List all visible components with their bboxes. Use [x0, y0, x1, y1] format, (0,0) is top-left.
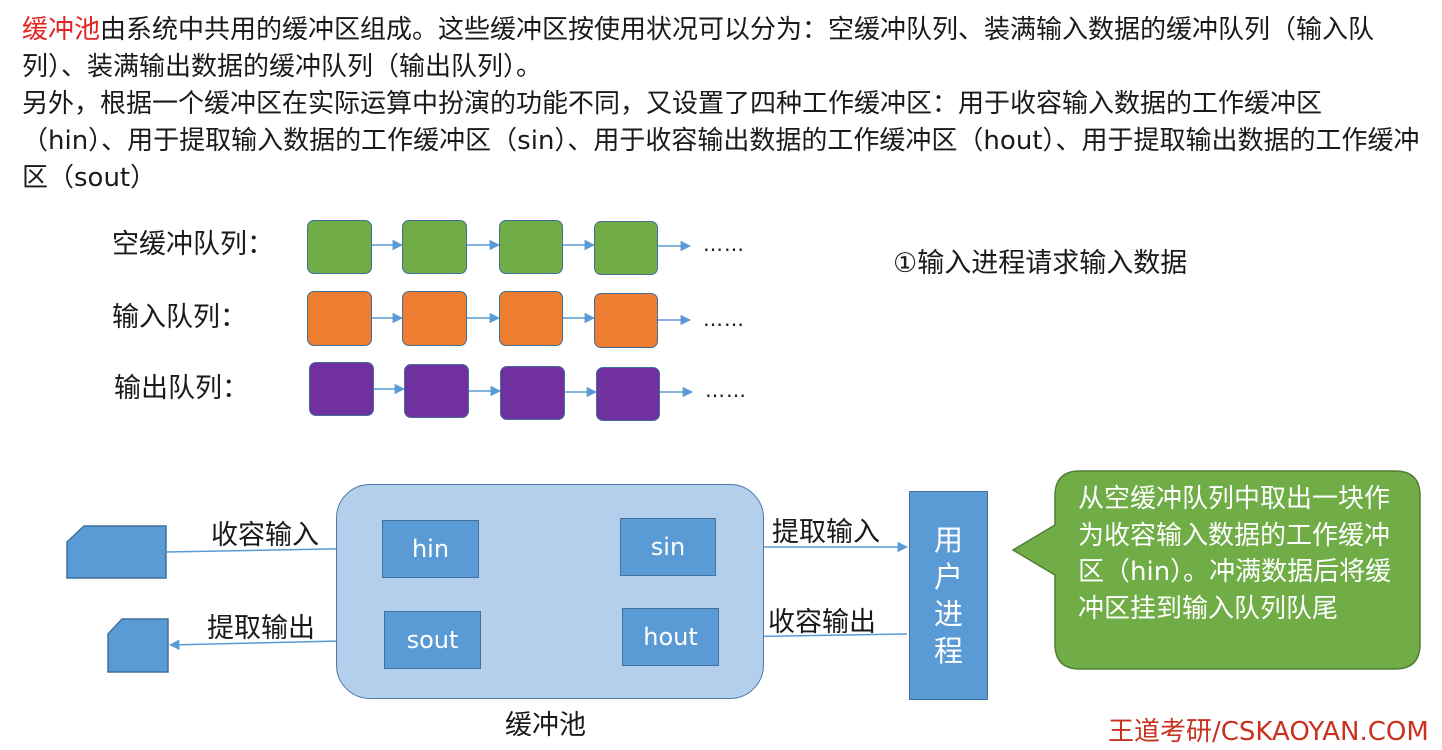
- intro-paragraph-1: 缓冲池由系统中共用的缓冲区组成。这些缓冲区按使用状况可以分为：空缓冲队列、装满输…: [22, 12, 1422, 86]
- output-buffer-1: [309, 362, 374, 416]
- intro-paragraph-1-body: 由系统中共用的缓冲区组成。这些缓冲区按使用状况可以分为：空缓冲队列、装满输入数据…: [22, 15, 1375, 82]
- output-queue-label: 输出队列：: [114, 373, 249, 404]
- input-queue-label: 输入队列：: [112, 302, 247, 333]
- output-buffer-3: [500, 366, 565, 420]
- user-process-char-4: 程: [933, 633, 963, 668]
- sout-buffer: sout: [384, 611, 481, 669]
- empty-queue-ellipsis: ……: [703, 232, 745, 256]
- extract-output-label: 提取输出: [207, 613, 315, 644]
- input-buffer-2: [402, 291, 467, 346]
- sin-buffer: sin: [620, 518, 716, 576]
- step-text: ①输入进程请求输入数据: [893, 248, 1188, 279]
- collect-output-label: 收容输出: [768, 607, 876, 638]
- user-process-char-3: 进: [933, 596, 963, 631]
- input-buffer-1: [307, 291, 372, 346]
- intro-text: 缓冲池由系统中共用的缓冲区组成。这些缓冲区按使用状况可以分为：空缓冲队列、装满输…: [22, 12, 1422, 197]
- callout-bubble: [1011, 470, 1421, 670]
- empty-buffer-2: [402, 220, 467, 274]
- intro-paragraph-2: 另外，根据一个缓冲区在实际运算中扮演的功能不同，又设置了四种工作缓冲区：用于收容…: [22, 89, 1420, 193]
- extract-input-label: 提取输入: [772, 517, 880, 548]
- input-queue-ellipsis: ……: [703, 307, 745, 331]
- collect-input-label: 收容输入: [211, 520, 319, 551]
- input-device-shape: [66, 525, 167, 579]
- input-buffer-4: [594, 293, 658, 348]
- input-buffer-3: [499, 291, 563, 346]
- buffer-pool-term: 缓冲池: [22, 15, 101, 45]
- output-buffer-4: [596, 367, 660, 421]
- user-process-char-1: 用: [933, 522, 963, 557]
- empty-buffer-3: [499, 220, 563, 274]
- output-device-shape: [107, 618, 169, 673]
- empty-buffer-4: [594, 221, 658, 275]
- output-buffer-2: [404, 364, 469, 418]
- empty-buffer-1: [307, 220, 372, 274]
- callout-text: 从空缓冲队列中取出一块作为收容输入数据的工作缓冲区（hin）。冲满数据后将缓冲区…: [1078, 484, 1392, 624]
- buffer-pool-caption: 缓冲池: [505, 710, 586, 741]
- user-process-box: 用 户 进 程: [909, 491, 988, 700]
- hout-buffer: hout: [622, 608, 719, 666]
- user-process-char-2: 户: [933, 559, 963, 594]
- brand-watermark: 王道考研/CSKAOYAN.COM: [1108, 717, 1429, 747]
- output-queue-ellipsis: ……: [705, 378, 747, 402]
- empty-queue-label: 空缓冲队列：: [112, 229, 274, 260]
- hin-buffer: hin: [382, 520, 479, 578]
